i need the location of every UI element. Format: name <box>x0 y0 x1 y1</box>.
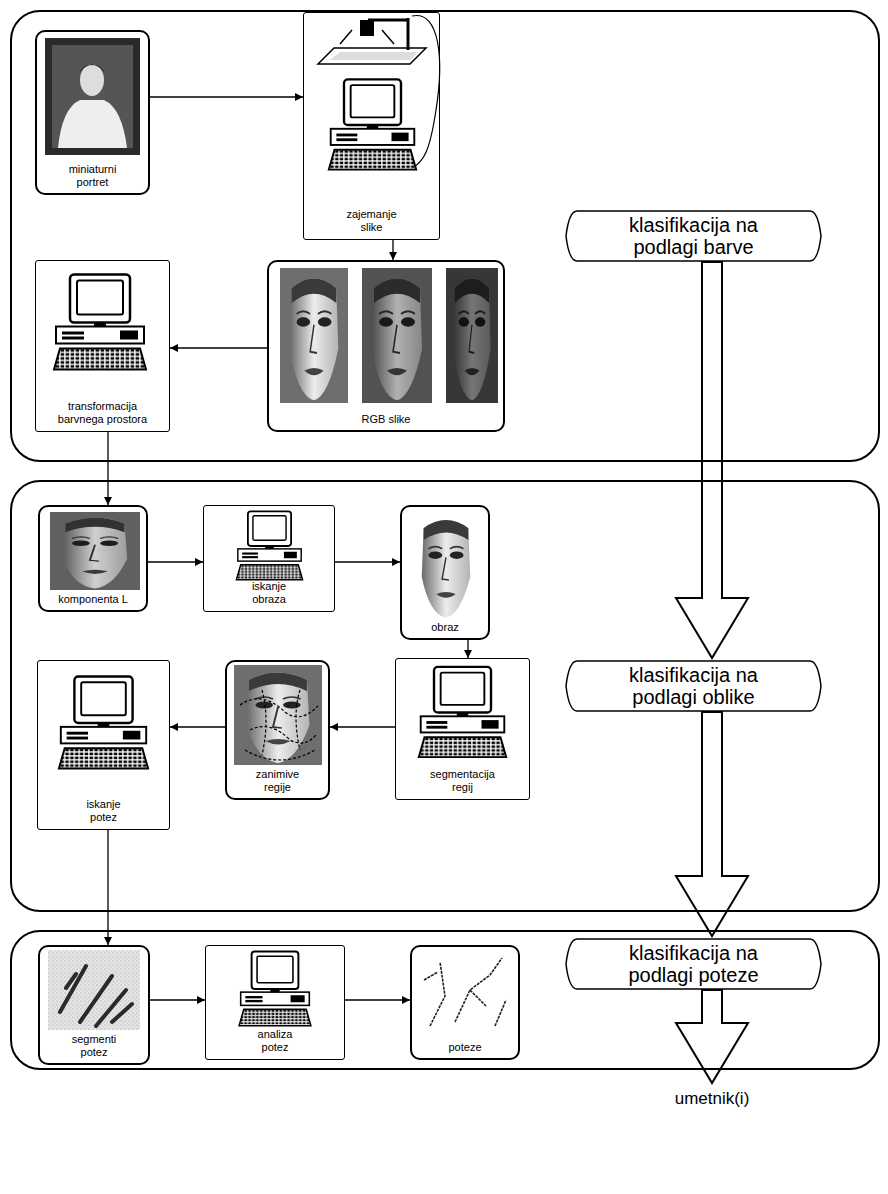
hollow-arrow <box>676 262 748 658</box>
process-box: zajemanje slike <box>303 12 440 240</box>
flow-arrow <box>170 347 267 348</box>
classification-label: klasifikacija na podlagi oblike <box>565 660 822 712</box>
image-box: segmenti potez <box>38 945 150 1065</box>
flow-arrow <box>107 432 108 505</box>
flow-arrow <box>148 561 203 562</box>
hollow-arrow <box>676 712 748 936</box>
caption-text: segmentacija regij <box>425 768 500 794</box>
flow-arrow <box>150 999 205 1000</box>
label-outline <box>566 661 821 711</box>
flow-arrow <box>107 830 108 945</box>
process-box: transformacija barvnega prostora <box>35 260 170 432</box>
flow-arrow <box>345 999 410 1000</box>
caption-text: miniaturni portret <box>55 163 130 189</box>
process-box: segmentacija regij <box>395 658 530 800</box>
flow-arrow <box>335 561 400 562</box>
caption-text: zanimive regije <box>248 768 308 794</box>
caption-text: klasifikacija na podlagi barve <box>605 214 783 258</box>
caption-text: transformacija barvnega prostora <box>50 400 155 426</box>
classification-label: klasifikacija na podlagi poteze <box>565 938 822 990</box>
group-panel: segmenti potez analiza potez poteze klasifi… <box>10 930 880 1070</box>
caption-text: klasifikacija na podlagi poteze <box>605 942 783 986</box>
image-box: miniaturni portret <box>35 30 150 195</box>
result-label: umetnik(i) <box>662 1085 762 1113</box>
image-box: poteze <box>410 945 520 1060</box>
caption-text: RGB slike <box>362 413 411 426</box>
caption-text: segmenti potez <box>64 1033 124 1059</box>
classification-label: klasifikacija na podlagi barve <box>565 210 822 262</box>
process-box: iskanje obraza <box>203 505 335 612</box>
flow-arrow <box>330 726 395 727</box>
caption-text: obraz <box>431 621 459 634</box>
flow-arrow <box>150 96 303 97</box>
image-box: RGB slike <box>267 260 505 432</box>
group-panel: komponenta L iskanje obraza obraz segmentac… <box>10 480 880 912</box>
flow-arrow <box>467 640 468 658</box>
process-box: iskanje potez <box>37 660 170 830</box>
caption-text: analiza potez <box>248 1028 303 1054</box>
flow-arrow <box>392 240 393 260</box>
image-box: komponenta L <box>38 505 148 612</box>
caption-text: poteze <box>448 1041 481 1054</box>
caption-text: umetnik(i) <box>675 1089 750 1109</box>
caption-text: iskanje obraza <box>242 580 297 606</box>
image-box: zanimive regije <box>225 660 330 800</box>
caption-text: zajemanje slike <box>337 208 407 234</box>
label-outline <box>566 211 821 261</box>
caption-text: komponenta L <box>58 593 128 606</box>
image-box: obraz <box>400 505 490 640</box>
flow-arrow <box>170 726 225 727</box>
group-panel: miniaturni portret zajemanje slikeRGB sli… <box>10 10 880 462</box>
caption-text: iskanje potez <box>79 798 129 824</box>
label-outline <box>566 939 821 989</box>
process-box: analiza potez <box>205 945 345 1060</box>
caption-text: klasifikacija na podlagi oblike <box>605 664 783 708</box>
